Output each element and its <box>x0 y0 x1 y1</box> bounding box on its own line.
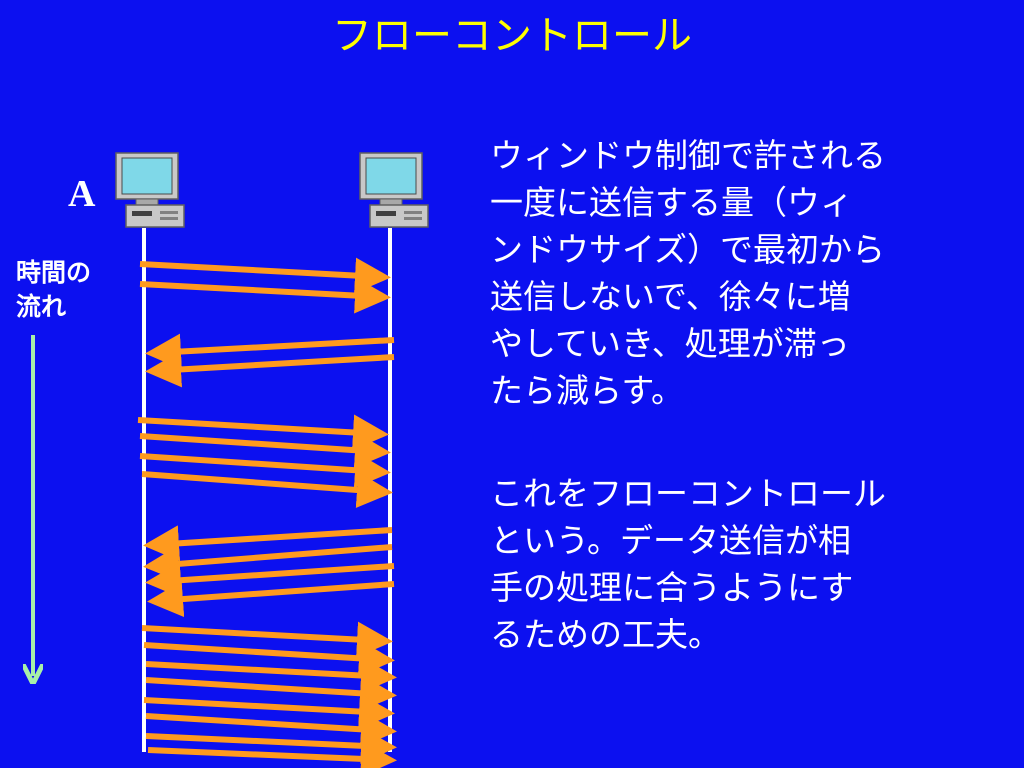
round-3-data-arrows <box>141 621 397 768</box>
round-2-ack-arrows <box>143 525 395 618</box>
paragraph-line: 送信しないで、徐々に増 <box>490 277 851 316</box>
time-flow-label: 時間の 流れ <box>16 256 126 324</box>
time-label-line: 時間の <box>16 258 92 287</box>
paragraph-line: るための工夫。 <box>490 615 721 654</box>
computer-icon <box>359 152 429 228</box>
round-1-data-arrows <box>139 257 391 314</box>
paragraph-line: 一度に送信する量（ウィ <box>490 183 853 222</box>
computer-icon <box>115 152 185 228</box>
paragraph-line: ンドウサイズ）で最初から <box>490 230 886 269</box>
slide-title: フローコントロール <box>332 13 692 59</box>
round-2-data-arrows <box>137 414 393 508</box>
paragraph-line: これをフローコントロール <box>490 474 886 513</box>
paragraph-line: やしていき、処理が滞っ <box>490 324 850 363</box>
host-a-label: A <box>68 173 96 215</box>
paragraph-line: ウィンドウ制御で許される <box>490 136 886 175</box>
round-1-ack-arrows <box>145 333 395 388</box>
paragraph-line: という。データ送信が相 <box>490 521 852 560</box>
paragraph-line: 手の処理に合うようにす <box>490 568 854 607</box>
explanation-paragraph-2: これをフローコントロール という。データ送信が相 手の処理に合うようにす るため… <box>490 470 886 658</box>
paragraph-line: たら減らす。 <box>490 371 685 410</box>
time-label-line: 流れ <box>16 292 67 321</box>
explanation-paragraph-1: ウィンドウ制御で許される 一度に送信する量（ウィ ンドウサイズ）で最初から 送信… <box>490 132 886 414</box>
